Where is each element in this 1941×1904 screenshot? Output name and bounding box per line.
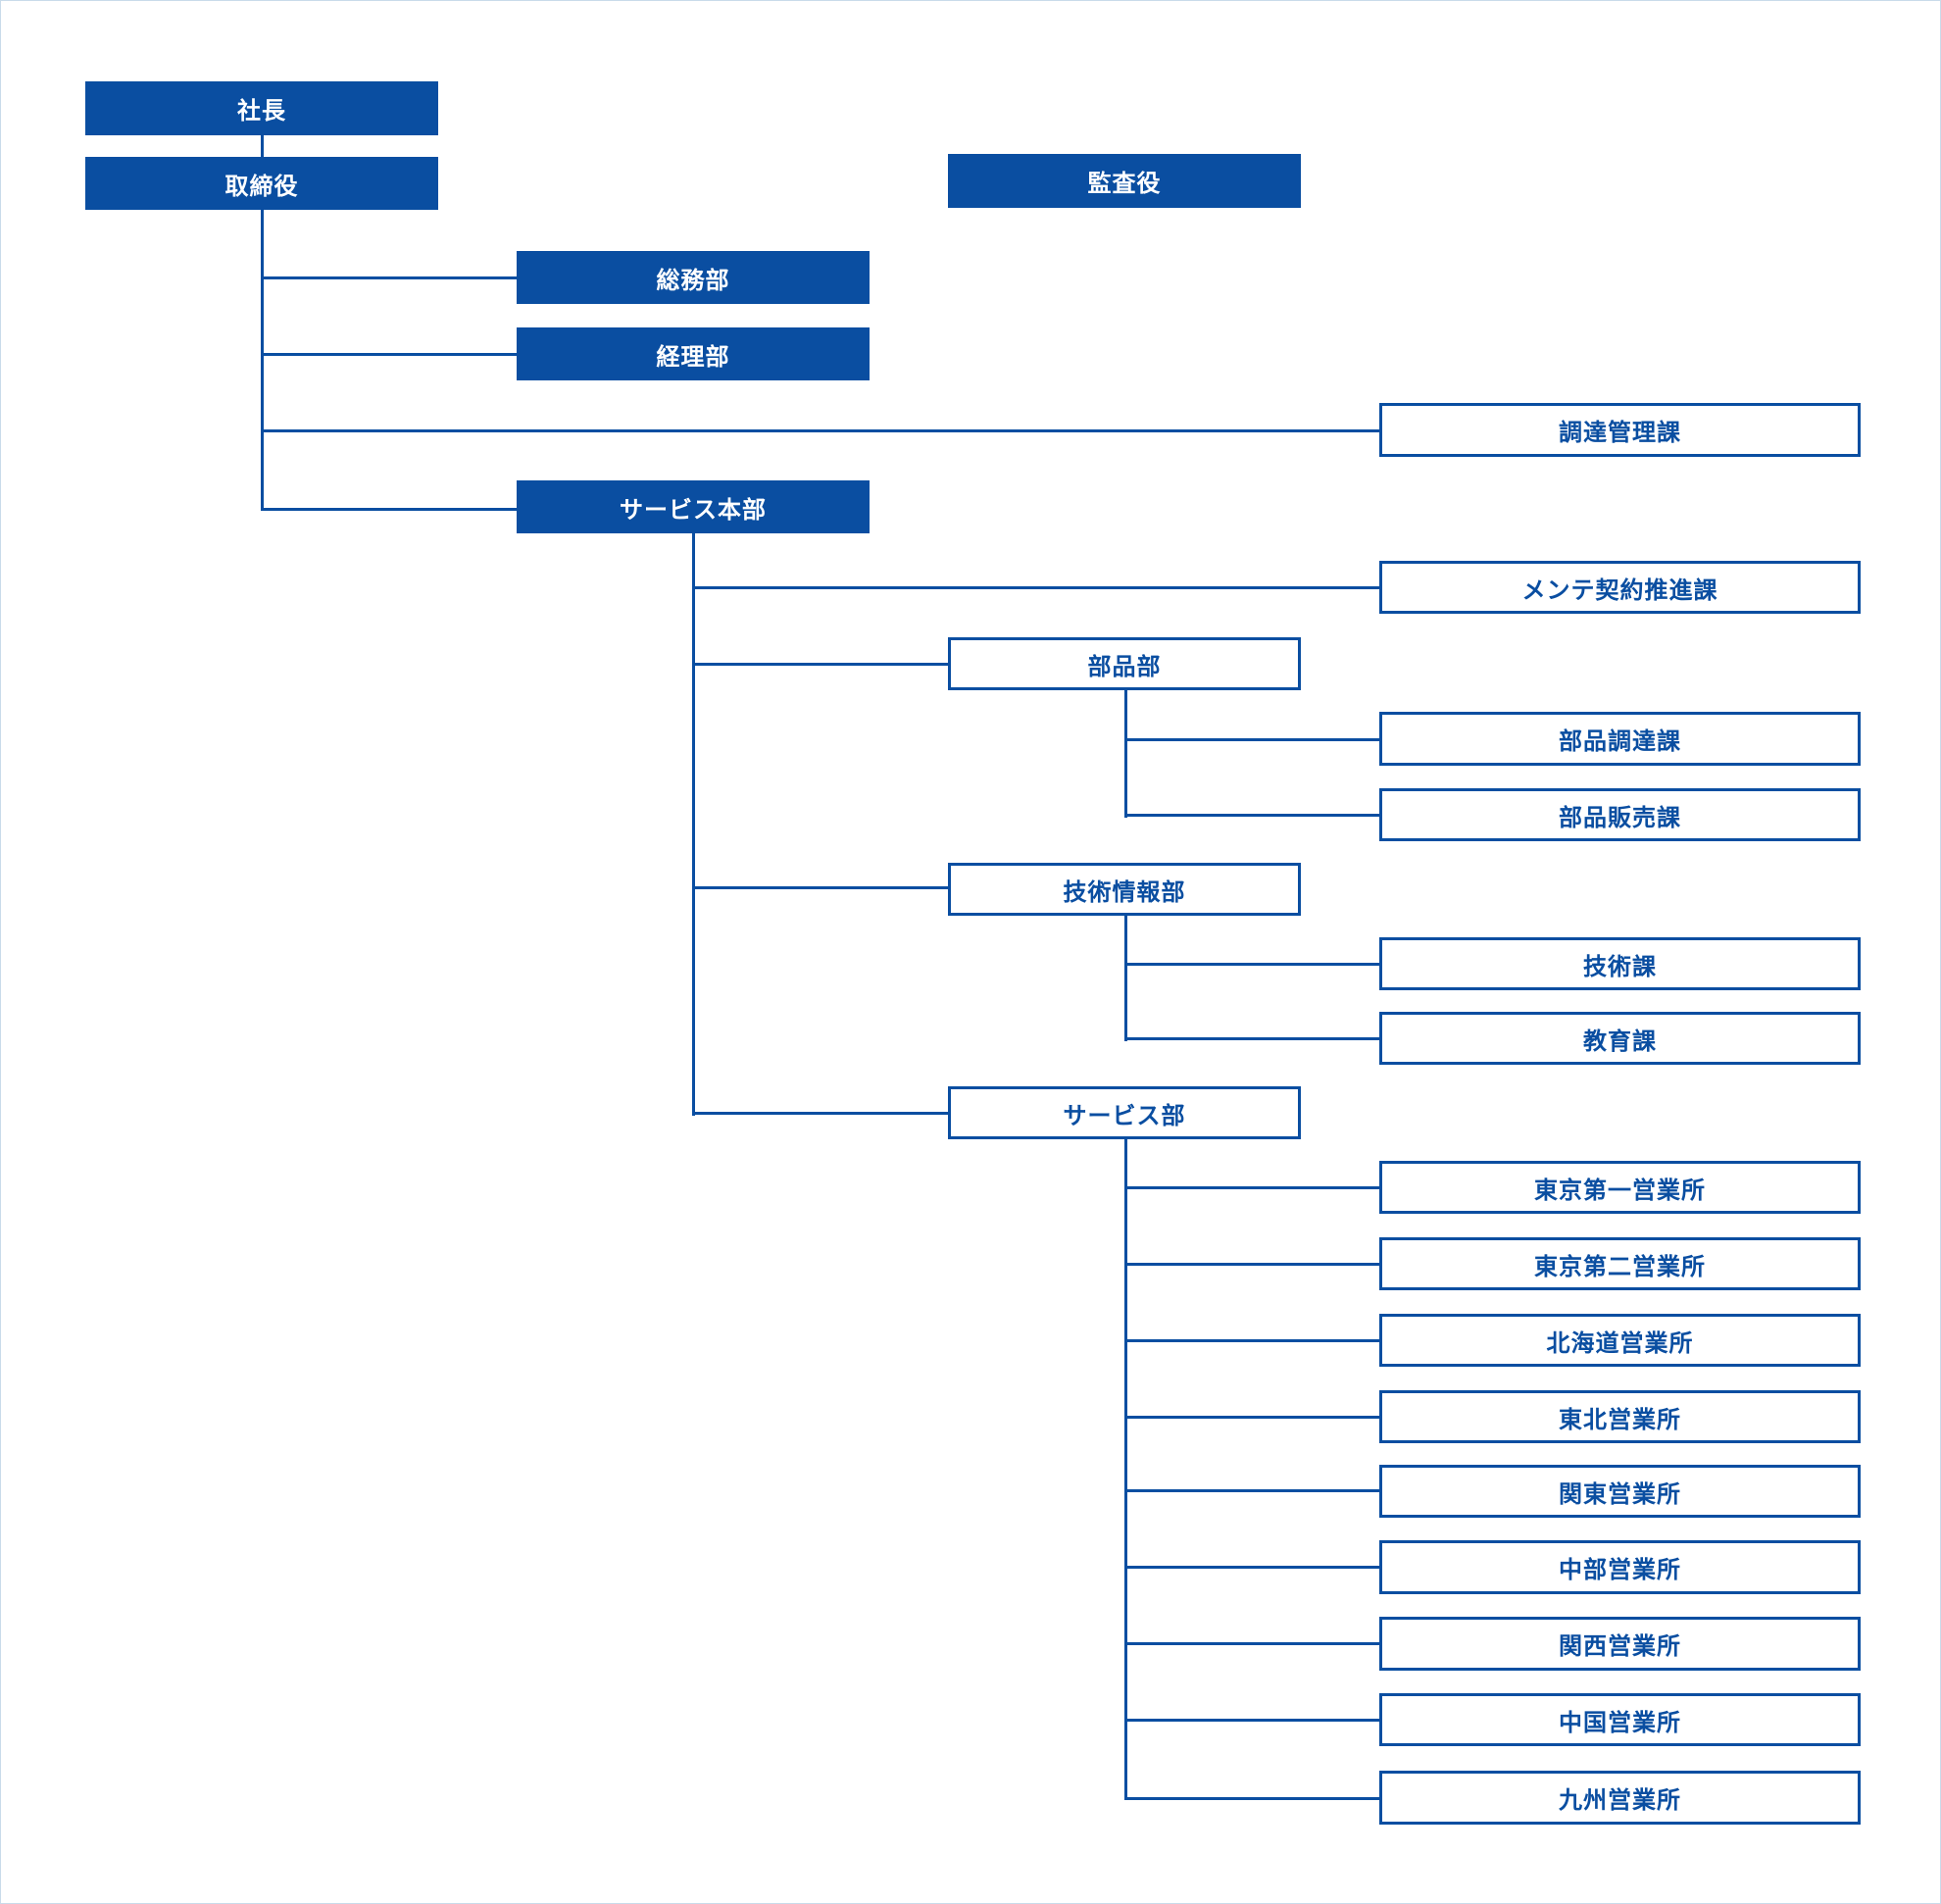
connector-parts-sales: [1124, 814, 1381, 817]
box-office: 関西営業所: [1379, 1617, 1861, 1671]
box-office: 中部営業所: [1379, 1540, 1861, 1594]
box-president: 社長: [85, 81, 438, 135]
connector-tech-info-trunk: [1124, 914, 1127, 1041]
connector-service-hq-trunk: [692, 533, 695, 1116]
box-office: 九州営業所: [1379, 1771, 1861, 1825]
connector-parts-procurement: [1124, 738, 1381, 741]
connector-parts-dept: [692, 663, 949, 666]
box-office: 東京第二営業所: [1379, 1237, 1861, 1290]
box-accounting: 経理部: [517, 327, 870, 380]
box-service-hq: サービス本部: [517, 480, 870, 533]
connector-office-7: [1124, 1642, 1381, 1645]
box-parts-sales-section: 部品販売課: [1379, 788, 1861, 841]
connector-directors-trunk: [261, 210, 264, 510]
connector-office-4: [1124, 1416, 1381, 1419]
connector-office-9: [1124, 1797, 1381, 1800]
box-tech-section: 技術課: [1379, 937, 1861, 990]
box-parts-procurement-section: 部品調達課: [1379, 712, 1861, 766]
connector-president-directors: [261, 135, 264, 157]
box-office: 中国営業所: [1379, 1693, 1861, 1746]
connector-tech-section: [1124, 963, 1381, 966]
connector-parts-trunk: [1124, 688, 1127, 818]
connector-service-dept: [692, 1112, 949, 1115]
box-office: 関東営業所: [1379, 1465, 1861, 1518]
box-tech-info-dept: 技術情報部: [948, 863, 1301, 916]
connector-service-dept-trunk: [1124, 1137, 1127, 1800]
connector-office-3: [1124, 1339, 1381, 1342]
connector-office-8: [1124, 1719, 1381, 1722]
connector-accounting: [261, 353, 517, 356]
box-procurement-section: 調達管理課: [1379, 403, 1861, 457]
box-office: 東京第一営業所: [1379, 1161, 1861, 1214]
connector-procurement-section: [261, 429, 1381, 432]
connector-education-section: [1124, 1037, 1381, 1040]
box-directors: 取締役: [85, 157, 438, 210]
connector-office-1: [1124, 1186, 1381, 1189]
box-service-dept: サービス部: [948, 1086, 1301, 1139]
connector-tech-info-dept: [692, 886, 949, 889]
box-education-section: 教育課: [1379, 1012, 1861, 1065]
connector-general-affairs: [261, 276, 517, 279]
connector-office-5: [1124, 1489, 1381, 1492]
box-office: 北海道営業所: [1379, 1314, 1861, 1367]
box-general-affairs: 総務部: [517, 251, 870, 304]
connector-office-2: [1124, 1263, 1381, 1266]
box-auditor: 監査役: [948, 154, 1301, 208]
connector-service-hq: [261, 508, 517, 511]
box-office: 東北営業所: [1379, 1390, 1861, 1443]
box-maintenance-contract-section: メンテ契約推進課: [1379, 561, 1861, 614]
box-parts-dept: 部品部: [948, 637, 1301, 690]
connector-office-6: [1124, 1566, 1381, 1569]
connector-maintenance-contract: [692, 586, 1381, 589]
